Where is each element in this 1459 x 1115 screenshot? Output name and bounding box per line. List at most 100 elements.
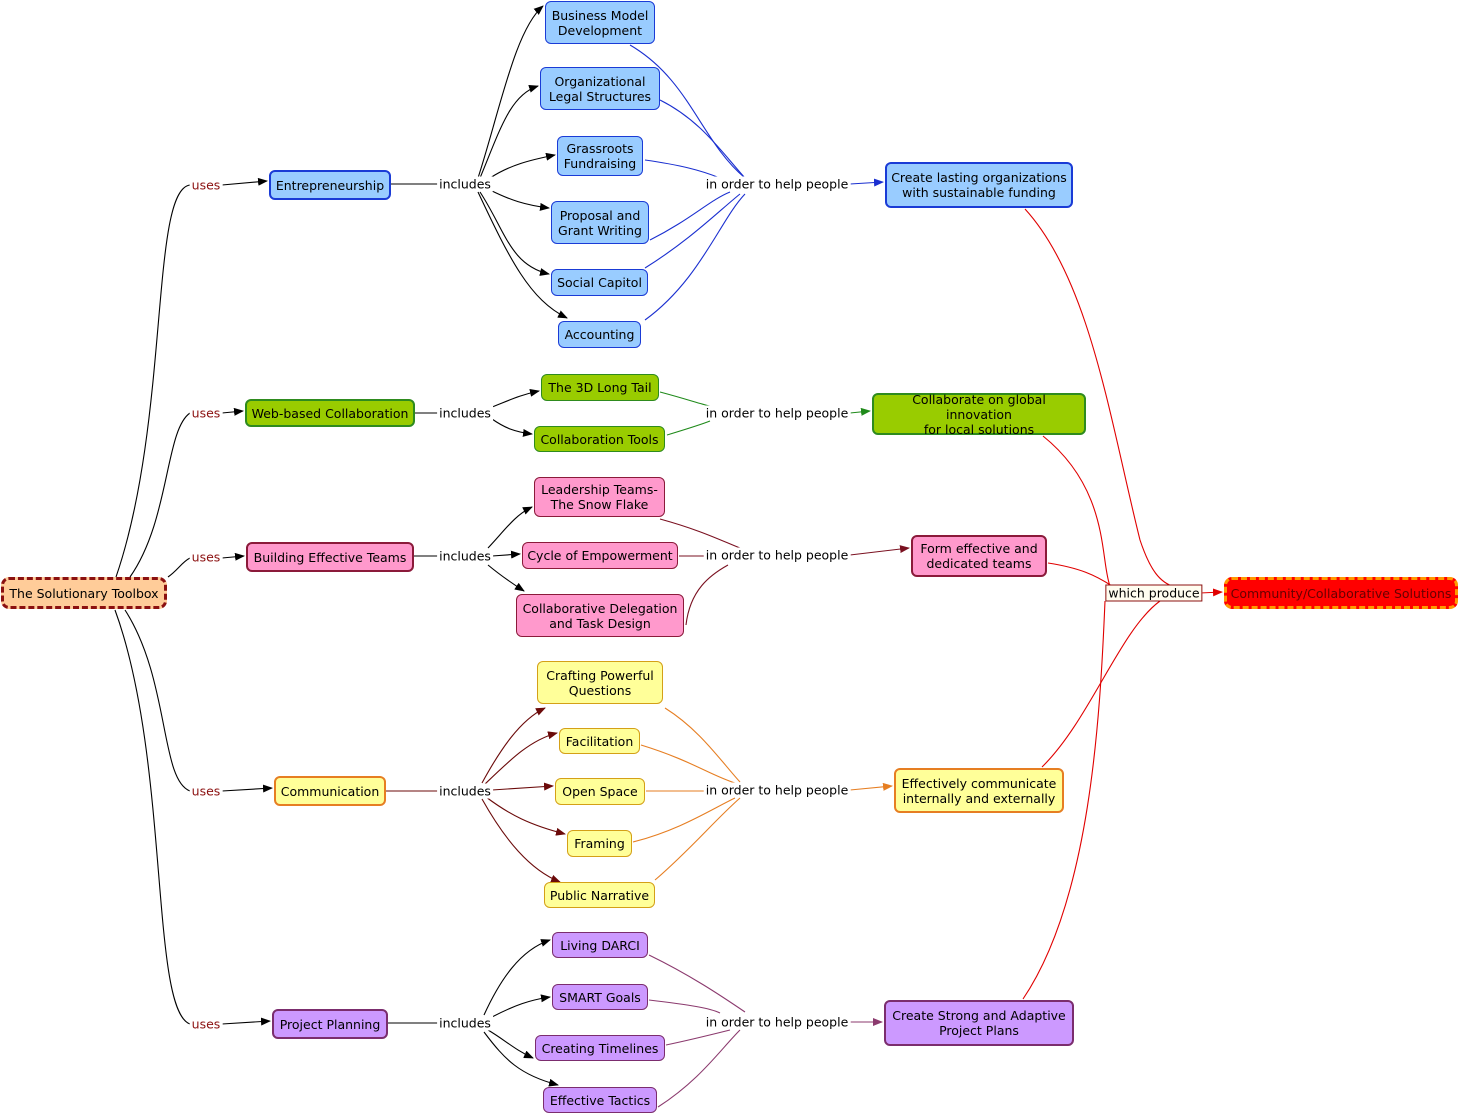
connector-inorder-goal xyxy=(849,782,893,791)
connector-goal-produce xyxy=(1022,600,1106,1000)
item-label: Crafting Powerful Questions xyxy=(546,667,654,698)
item-label: Living DARCI xyxy=(560,937,640,953)
goal-label: Form effective and dedicated teams xyxy=(920,541,1038,571)
connector-item-goal xyxy=(644,159,721,179)
link-label-uses: uses xyxy=(189,177,223,193)
connector-item-goal xyxy=(666,420,711,436)
goal-global-innovation[interactable]: Collaborate on global innovation for loc… xyxy=(872,391,1086,437)
connector-includes-item xyxy=(479,84,539,179)
result-node-label: Community/Collaborative Solutions xyxy=(1230,585,1452,601)
connector-item-goal xyxy=(664,707,741,783)
item-grassroots-fundraising[interactable]: Grassroots Fundraising xyxy=(557,136,643,176)
connector-item-goal xyxy=(659,99,746,179)
goal-lasting-organizations[interactable]: Create lasting organizations with sustai… xyxy=(885,162,1073,208)
item-collaboration-tools[interactable]: Collaboration Tools xyxy=(534,426,665,452)
connector-item-goal xyxy=(659,391,711,407)
connector-includes-item xyxy=(481,707,546,784)
connector-uses-concept xyxy=(221,177,268,186)
item-3d-long-tail[interactable]: The 3D Long Tail xyxy=(541,374,659,401)
link-label-in-order: in order to help people xyxy=(703,782,851,798)
item-label: Facilitation xyxy=(565,733,634,749)
item-creating-timelines[interactable]: Creating Timelines xyxy=(535,1035,665,1061)
item-living-darci[interactable]: Living DARCI xyxy=(552,932,648,958)
item-accounting[interactable]: Accounting xyxy=(558,321,641,348)
link-label-includes: includes xyxy=(437,176,493,192)
item-proposal-grant-writing[interactable]: Proposal and Grant Writing xyxy=(551,201,649,244)
item-open-space[interactable]: Open Space xyxy=(555,778,645,805)
connector-item-goal xyxy=(640,744,736,784)
connector-root-uses xyxy=(167,557,191,578)
item-crafting-powerful-questions[interactable]: Crafting Powerful Questions xyxy=(537,661,663,704)
connector-includes-item xyxy=(491,388,540,408)
goal-project-plans[interactable]: Create Strong and Adaptive Project Plans xyxy=(884,1000,1074,1046)
item-organizational-legal-structures[interactable]: Organizational Legal Structures xyxy=(540,67,660,110)
connector-item-goal xyxy=(629,44,746,179)
item-label: Creating Timelines xyxy=(541,1040,659,1056)
connector-item-goal xyxy=(648,999,721,1014)
link-label-uses: uses xyxy=(189,549,223,565)
item-label: The 3D Long Tail xyxy=(548,380,652,395)
concept-label: Web-based Collaboration xyxy=(251,405,409,421)
item-label: Effective Tactics xyxy=(549,1092,651,1108)
root-node-label: The Solutionary Toolbox xyxy=(9,585,159,601)
connector-includes-item xyxy=(491,994,551,1018)
link-label-includes: includes xyxy=(437,783,493,799)
item-effective-tactics[interactable]: Effective Tactics xyxy=(543,1087,657,1113)
item-leadership-teams-snow-flake[interactable]: Leadership Teams- The Snow Flake xyxy=(534,477,665,517)
item-collaborative-delegation[interactable]: Collaborative Delegation and Task Design xyxy=(516,594,684,637)
connector-includes-item xyxy=(477,191,568,319)
concept-web-based-collaboration[interactable]: Web-based Collaboration xyxy=(245,399,415,427)
connector-includes-item xyxy=(489,189,550,211)
goal-communicate[interactable]: Effectively communicate internally and e… xyxy=(894,768,1064,813)
concept-label: Project Planning xyxy=(279,1016,381,1032)
connector-includes-item xyxy=(481,798,561,883)
connector-uses-concept xyxy=(221,784,273,793)
item-label: Business Model Development xyxy=(551,7,649,38)
connector-item-goal xyxy=(654,797,741,881)
item-label: Proposal and Grant Writing xyxy=(558,207,642,238)
goal-label: Create Strong and Adaptive Project Plans xyxy=(892,1008,1066,1038)
goal-label: Collaborate on global innovation for loc… xyxy=(912,391,1046,437)
concept-entrepreneurship[interactable]: Entrepreneurship xyxy=(269,170,391,200)
connector-item-goal xyxy=(685,564,729,626)
connector-uses-concept xyxy=(221,407,244,416)
item-label: Social Capitol xyxy=(557,275,642,290)
result-node-community-solutions[interactable]: Community/Collaborative Solutions xyxy=(1224,577,1458,609)
connector-includes-item xyxy=(483,731,558,786)
concept-label: Entrepreneurship xyxy=(275,177,385,193)
goal-effective-teams[interactable]: Form effective and dedicated teams xyxy=(911,535,1047,577)
item-business-model-development[interactable]: Business Model Development xyxy=(545,1,655,44)
item-label: Collaborative Delegation and Task Design xyxy=(522,600,678,631)
connector-includes-item xyxy=(487,564,525,592)
item-label: Collaboration Tools xyxy=(540,431,659,447)
item-smart-goals[interactable]: SMART Goals xyxy=(552,984,648,1010)
link-label-uses: uses xyxy=(189,783,223,799)
item-label: Leadership Teams- The Snow Flake xyxy=(541,482,658,512)
item-social-capitol[interactable]: Social Capitol xyxy=(551,269,648,296)
connector-item-goal xyxy=(649,191,731,241)
goal-label: Effectively communicate internally and e… xyxy=(901,775,1057,806)
connector-includes-item xyxy=(479,191,550,276)
item-cycle-of-empowerment[interactable]: Cycle of Empowerment xyxy=(522,542,678,569)
connector-root-uses xyxy=(115,184,191,578)
connector-goal-produce xyxy=(1024,208,1176,588)
item-public-narrative[interactable]: Public Narrative xyxy=(544,882,655,908)
root-node-solutionary-toolbox[interactable]: The Solutionary Toolbox xyxy=(1,577,167,609)
item-label: Grassroots Fundraising xyxy=(563,141,637,171)
connector-includes-item xyxy=(483,1031,559,1087)
item-framing[interactable]: Framing xyxy=(567,830,632,857)
item-label: Open Space xyxy=(562,784,638,799)
concept-building-effective-teams[interactable]: Building Effective Teams xyxy=(246,542,414,572)
connector-produce-result xyxy=(1199,588,1223,597)
concept-project-planning[interactable]: Project Planning xyxy=(272,1009,388,1039)
item-facilitation[interactable]: Facilitation xyxy=(559,728,640,754)
connector-includes-item xyxy=(489,152,556,179)
goal-label: Create lasting organizations with sustai… xyxy=(891,170,1067,200)
connector-includes-item xyxy=(477,5,544,179)
concept-label: Building Effective Teams xyxy=(253,549,407,565)
concept-communication[interactable]: Communication xyxy=(274,776,386,806)
connector-root-uses xyxy=(114,609,191,1025)
connector-inorder-goal xyxy=(849,178,884,187)
connector-includes-item xyxy=(491,782,554,791)
